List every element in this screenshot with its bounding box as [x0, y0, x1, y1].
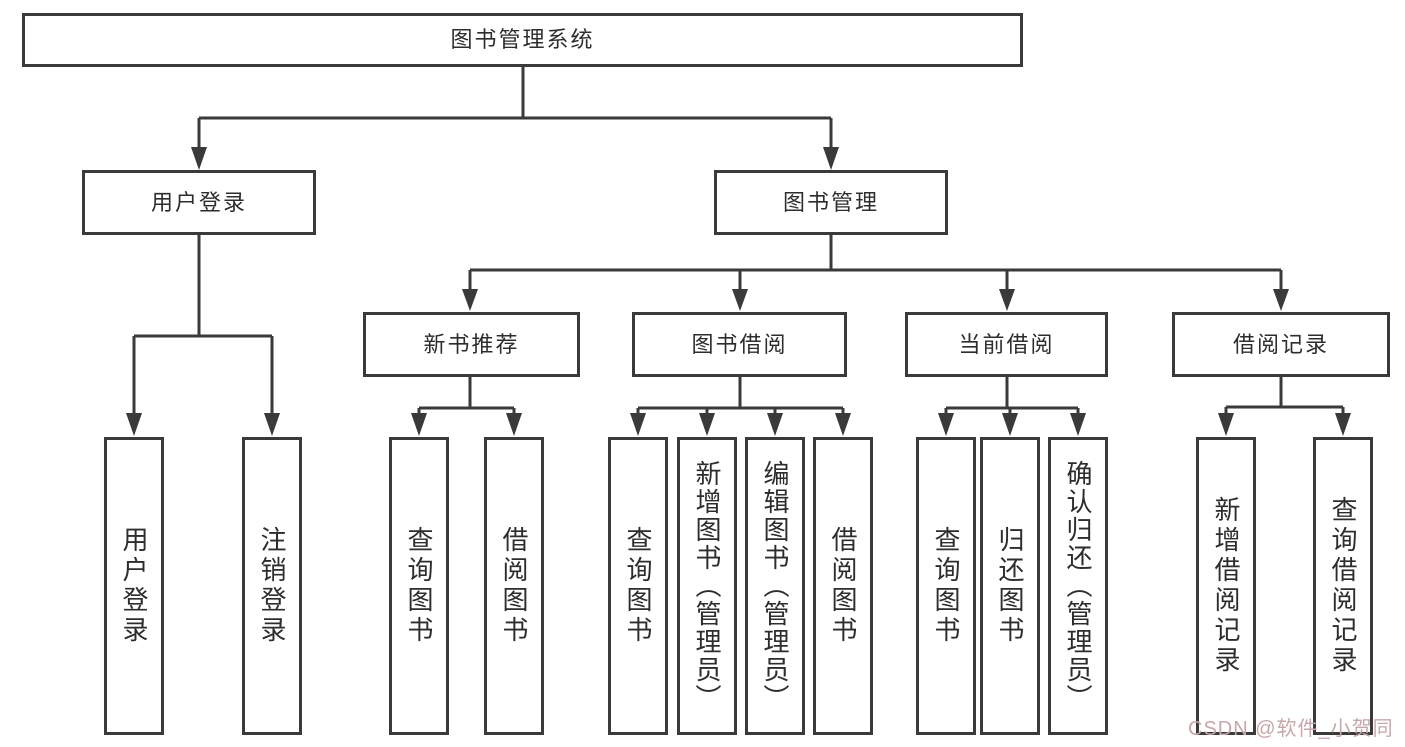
watermark-text: CSDN @软件_小贺同学: [1188, 718, 1394, 740]
arrowhead-g3-2: [699, 413, 715, 436]
leaf-query-books-2: 查询图书: [608, 437, 668, 735]
arrowhead-g3-3: [767, 413, 783, 436]
leaf-borrow-books-1: 借阅图书: [484, 437, 544, 735]
arrowhead-new-book: [462, 289, 478, 311]
arrowhead-g4-3: [1070, 413, 1086, 436]
leaf-borrow-books-2: 借阅图书: [813, 437, 873, 735]
arrowhead-book-management: [823, 147, 839, 170]
leaf-return-books: 归还图书: [980, 437, 1040, 735]
leaf-user-login: 用户登录: [104, 437, 164, 735]
leaf-query-books-3: 查询图书: [916, 437, 976, 735]
arrowhead-user-login: [191, 147, 207, 170]
leaf-query-books-1: 查询图书: [389, 437, 449, 735]
connector-user-login: [132, 235, 274, 416]
node-book-management: 图书管理: [714, 170, 948, 235]
arrowhead-leaf-login: [126, 413, 142, 436]
connector-new-book: [417, 377, 516, 416]
connector-borrow-records: [1224, 377, 1345, 416]
arrowhead-g3-4: [835, 413, 851, 436]
connector-book-management: [468, 235, 1283, 292]
arrowhead-leaf-logout: [264, 413, 280, 436]
node-user-login: 用户登录: [82, 170, 316, 235]
connector-current-borrowing: [944, 377, 1080, 416]
connector-root: [197, 67, 833, 150]
leaf-confirm-return-admin: 确认归还（管理员）: [1048, 437, 1108, 735]
leaf-edit-books-admin: 编辑图书（管理员）: [745, 437, 805, 735]
leaf-add-borrow-record: 新增借阅记录: [1196, 437, 1256, 735]
arrowhead-book-borrowing: [732, 289, 748, 311]
leaf-logout-login: 注销登录: [242, 437, 302, 735]
arrowhead-borrow-records: [1273, 289, 1289, 311]
node-current-borrowing: 当前借阅: [905, 312, 1108, 377]
node-borrow-records: 借阅记录: [1172, 312, 1390, 377]
connector-book-borrowing: [636, 377, 845, 416]
arrowhead-g2-1: [411, 413, 427, 436]
arrowhead-g5-2: [1335, 413, 1351, 436]
arrowhead-g5-1: [1218, 413, 1234, 436]
node-book-borrowing: 图书借阅: [632, 312, 847, 377]
node-library-management-system: 图书管理系统: [22, 13, 1023, 67]
arrowhead-g4-1: [938, 413, 954, 436]
arrowhead-current-borrowing: [999, 289, 1015, 311]
arrowhead-g2-2: [506, 413, 522, 436]
arrowhead-g3-1: [630, 413, 646, 436]
leaf-query-borrow-record: 查询借阅记录: [1313, 437, 1373, 735]
arrowhead-g4-2: [1002, 413, 1018, 436]
leaf-add-books-admin: 新增图书（管理员）: [677, 437, 737, 735]
node-new-book-recommendation: 新书推荐: [363, 312, 580, 377]
